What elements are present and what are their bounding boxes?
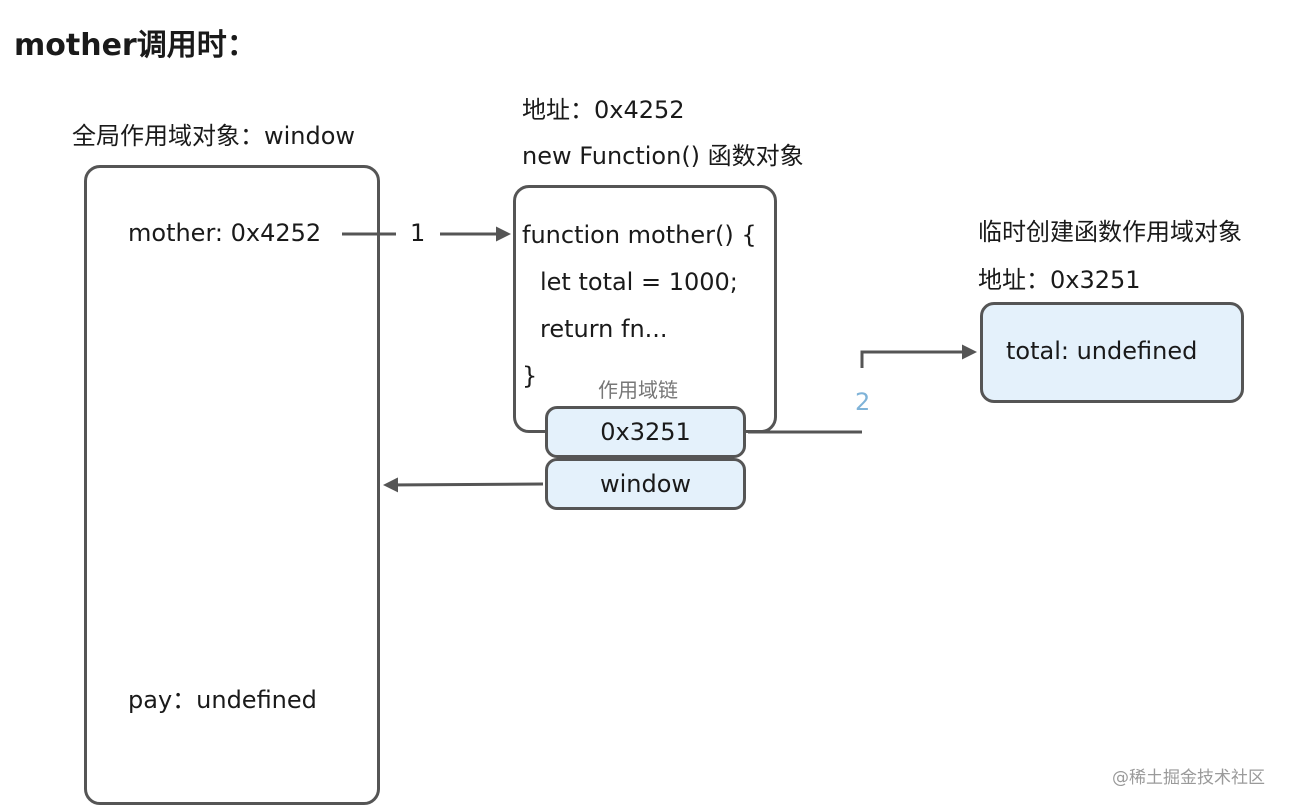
scope-chain-entry: 0x3251 xyxy=(545,406,746,458)
code-line: function mother() { xyxy=(522,221,757,249)
global-scope-heading: 全局作用域对象：window xyxy=(72,122,356,150)
global-scope-box xyxy=(84,165,380,805)
temp-scope-address: 地址：0x3251 xyxy=(978,266,1141,294)
arrow-window-to-global xyxy=(383,477,544,493)
temp-scope-entry: total: undefined xyxy=(1006,337,1198,365)
code-line: } xyxy=(522,362,538,390)
temp-scope-heading: 临时创建函数作用域对象 xyxy=(978,218,1242,246)
arrow-2-head xyxy=(860,344,977,368)
arrow-2-label: 2 xyxy=(855,388,871,416)
scope-chain-title: 作用域链 xyxy=(598,378,678,402)
code-line: return fn... xyxy=(540,315,668,343)
function-address: 地址：0x4252 xyxy=(522,96,685,124)
code-line: let total = 1000; xyxy=(540,268,738,296)
function-type-label: new Function() 函数对象 xyxy=(522,142,804,170)
global-pay-entry: pay：undefined xyxy=(128,686,317,714)
page-title: mother调用时： xyxy=(14,28,257,63)
scope-chain-entry: window xyxy=(545,458,746,510)
temp-scope-box xyxy=(980,302,1244,403)
global-mother-entry: mother: 0x4252 xyxy=(128,219,322,247)
arrow-1-label: 1 xyxy=(410,219,426,247)
watermark: @稀土掘金技术社区 xyxy=(1112,768,1265,788)
